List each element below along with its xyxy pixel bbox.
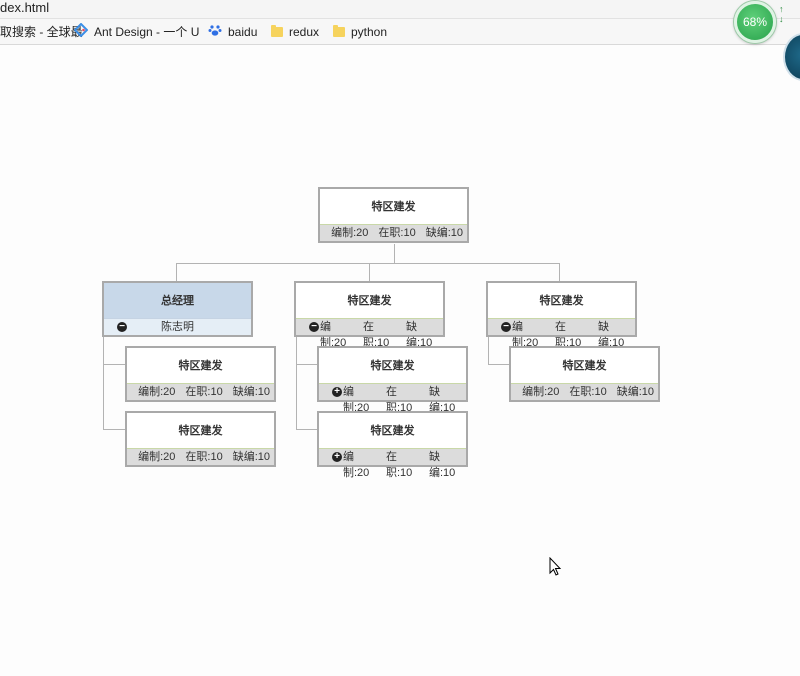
stat-quota: 编制:20 [320, 321, 347, 349]
stat-employed: 在职:10 [185, 386, 223, 398]
baidu-paw-icon [208, 20, 222, 46]
bookmark-label: python [351, 25, 388, 39]
node-title: 特区建发 [539, 295, 584, 307]
stat-quota: 编制:20 [512, 321, 539, 349]
org-node-root[interactable]: 特区建发 编制:20 在职:10 缺编:10 [318, 187, 469, 243]
expand-toggle-icon[interactable]: + [332, 452, 342, 462]
stat-quota: 编制:20 [138, 386, 176, 398]
bookmark-label: baidu [228, 25, 258, 39]
arrow-indicator-icon: ↑↓ [779, 4, 784, 24]
stat-employed: 在职:10 [363, 321, 390, 349]
node-title: 特区建发 [370, 425, 415, 437]
connector-line [559, 263, 560, 282]
bookmark-label: 取搜索 - 全球最 [0, 25, 83, 39]
folder-icon [333, 24, 345, 37]
bookmark-baidu[interactable]: baidu [208, 19, 257, 45]
bookmark-label: Ant Design - 一个 U [94, 25, 200, 39]
window-titlebar: dex.html [0, 0, 800, 18]
node-stats: 编制:20 在职:10 缺编:10 [320, 224, 467, 241]
node-title: 特区建发 [370, 360, 415, 372]
connector-line [296, 429, 319, 430]
node-title: 总经理 [161, 295, 194, 307]
stat-employed: 在职:10 [386, 451, 413, 479]
connector-line [103, 337, 104, 429]
person-name: 陈志明 [161, 321, 194, 333]
org-node-child[interactable]: 特区建发 编制:20 在职:10 缺编:10 [125, 346, 276, 402]
expand-toggle-icon[interactable]: + [332, 387, 342, 397]
org-node-child[interactable]: 特区建发 编制:20 在职:10 缺编:10 [125, 411, 276, 467]
bookmark-python[interactable]: python [333, 19, 387, 45]
stat-employed: 在职:10 [386, 386, 413, 414]
stat-employed: 在职:10 [185, 451, 223, 463]
stat-employed: 在职:10 [378, 227, 416, 239]
connector-line [103, 429, 126, 430]
org-node-child[interactable]: 特区建发 + 编制:20 在职:10 缺编:10 [317, 346, 468, 414]
node-stats: 编制:20 在职:10 缺编:10 [511, 383, 658, 400]
stat-employed: 在职:10 [555, 321, 582, 349]
connector-line [296, 337, 297, 429]
bookmarks-bar: 取搜索 - 全球最 Ant Design - 一个 U baidu redux … [0, 18, 800, 45]
stat-vacant: 缺编:10 [406, 321, 433, 349]
stat-quota: 编制:20 [343, 451, 370, 479]
stat-vacant: 缺编:10 [232, 386, 270, 398]
node-title: 特区建发 [347, 295, 392, 307]
connector-line [176, 263, 560, 264]
stat-vacant: 缺编:10 [429, 451, 456, 479]
bookmark-redux[interactable]: redux [271, 19, 319, 45]
bookmark-search[interactable]: 取搜索 - 全球最 [0, 19, 83, 45]
connector-line [488, 364, 511, 365]
stat-quota: 编制:20 [343, 386, 370, 414]
connector-line [176, 263, 177, 282]
ant-design-icon [73, 20, 89, 46]
stat-vacant: 缺编:10 [616, 386, 654, 398]
org-node-child[interactable]: 特区建发 + 编制:20 在职:10 缺编:10 [317, 411, 468, 479]
node-person-row: − 陈志明 [104, 318, 251, 335]
connector-line [296, 364, 319, 365]
stat-quota: 编制:20 [138, 451, 176, 463]
org-node-mid[interactable]: 特区建发 − 编制:20 在职:10 缺编:10 [294, 281, 445, 349]
stat-quota: 编制:20 [522, 386, 560, 398]
node-title: 特区建发 [178, 425, 223, 437]
node-stats: + 编制:20 在职:10 缺编:10 [319, 383, 466, 414]
org-node-right[interactable]: 特区建发 − 编制:20 在职:10 缺编:10 [486, 281, 637, 349]
collapse-toggle-icon[interactable]: − [309, 322, 319, 332]
bookmark-ant-design[interactable]: Ant Design - 一个 U [73, 19, 200, 46]
node-title: 特区建发 [178, 360, 223, 372]
stat-vacant: 缺编:10 [425, 227, 463, 239]
bookmark-label: redux [289, 25, 320, 39]
stat-vacant: 缺编:10 [429, 386, 456, 414]
node-stats: − 编制:20 在职:10 缺编:10 [488, 318, 635, 349]
org-node-child[interactable]: 特区建发 编制:20 在职:10 缺编:10 [509, 346, 660, 402]
collapse-toggle-icon[interactable]: − [117, 322, 127, 332]
node-stats: 编制:20 在职:10 缺编:10 [127, 383, 274, 400]
node-title: 特区建发 [562, 360, 607, 372]
node-title: 特区建发 [371, 201, 416, 213]
stat-vacant: 缺编:10 [232, 451, 270, 463]
folder-icon [271, 24, 283, 37]
zoom-badge[interactable]: 68% [734, 1, 776, 43]
stat-quota: 编制:20 [331, 227, 369, 239]
connector-line [488, 337, 489, 364]
window-title: dex.html [0, 0, 50, 15]
node-stats: + 编制:20 在职:10 缺编:10 [319, 448, 466, 479]
connector-line [103, 364, 126, 365]
stat-employed: 在职:10 [569, 386, 607, 398]
connector-line [394, 244, 395, 263]
node-stats: − 编制:20 在职:10 缺编:10 [296, 318, 443, 349]
node-stats: 编制:20 在职:10 缺编:10 [127, 448, 274, 465]
connector-line [369, 263, 370, 282]
org-node-manager[interactable]: 总经理 − 陈志明 [102, 281, 253, 337]
collapse-toggle-icon[interactable]: − [501, 322, 511, 332]
stat-vacant: 缺编:10 [598, 321, 625, 349]
